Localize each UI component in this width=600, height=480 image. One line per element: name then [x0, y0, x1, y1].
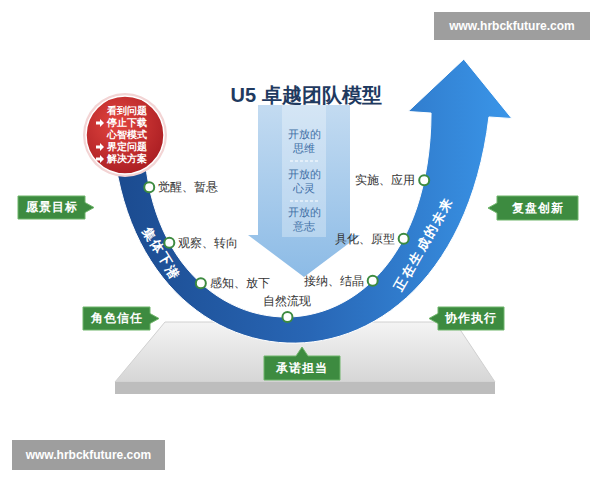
stage-dot — [144, 182, 154, 192]
node-text: 愿景目标 — [18, 196, 85, 219]
tag-shape — [18, 196, 94, 219]
u-arrow-body — [112, 59, 512, 343]
arrow-column — [282, 105, 326, 237]
node-text: 复盘创新 — [497, 196, 578, 220]
watermark: www.hrbckfuture.com — [434, 12, 590, 40]
stage-tag: 愿景目标 — [18, 196, 94, 219]
node-text: 开放的思维 — [286, 127, 322, 155]
circle-body — [86, 96, 164, 174]
diagram-title: U5 卓越团队模型 — [196, 82, 416, 108]
tag-shape — [488, 196, 578, 220]
node-text: 开放的意志 — [286, 205, 322, 233]
bullet-arrow — [96, 143, 104, 151]
circle-ring — [83, 93, 167, 177]
platform-front — [115, 382, 495, 394]
arrow-body — [248, 105, 360, 277]
stage-label: 接纳、结晶 — [274, 273, 364, 289]
bullet-arrow — [96, 119, 104, 127]
column-divider — [290, 161, 318, 162]
node-text: 停止下载 心智模式 — [107, 117, 153, 141]
problem-circle: 看到问题停止下载 心智模式界定问题解决方案 — [83, 93, 167, 177]
tag-shape — [83, 307, 159, 330]
stage-tag: 复盘创新 — [488, 196, 578, 220]
stage-dot — [164, 238, 174, 248]
open-arrow: 开放的思维开放的心灵开放的意志 — [248, 105, 360, 277]
stage-tag: 承诺担当 — [264, 347, 340, 380]
stage-dot — [399, 234, 409, 244]
tag-shape — [264, 347, 340, 380]
stage-label: 自然流现 — [242, 293, 332, 309]
watermark: www.hrbckfuture.com — [12, 440, 165, 470]
stage-dot — [282, 312, 292, 322]
node-text: 承诺担当 — [264, 356, 340, 380]
stage-label: 观察、转向 — [178, 235, 238, 251]
bullet-arrow — [96, 155, 104, 163]
stage-label: 感知、放下 — [210, 275, 270, 291]
stage-tag: 角色信任 — [83, 307, 159, 330]
node-text: 角色信任 — [83, 307, 150, 330]
stage-dot — [196, 278, 206, 288]
node-text: 开放的心灵 — [286, 167, 322, 195]
stage-dot — [419, 175, 429, 185]
node-text: 协作执行 — [438, 307, 504, 330]
node-text: 解决方案 — [107, 153, 153, 165]
stage-tag: 协作执行 — [429, 307, 504, 330]
stage-label: 具化、原型 — [305, 231, 395, 247]
stage-dot — [368, 276, 378, 286]
tag-shape — [429, 307, 504, 330]
node-text: 看到问题 — [107, 105, 153, 117]
stage-label: 觉醒、暂悬 — [158, 179, 218, 195]
column-divider — [290, 201, 318, 202]
node-text: 界定问题 — [107, 141, 153, 153]
stage-label: 实施、应用 — [325, 172, 415, 188]
